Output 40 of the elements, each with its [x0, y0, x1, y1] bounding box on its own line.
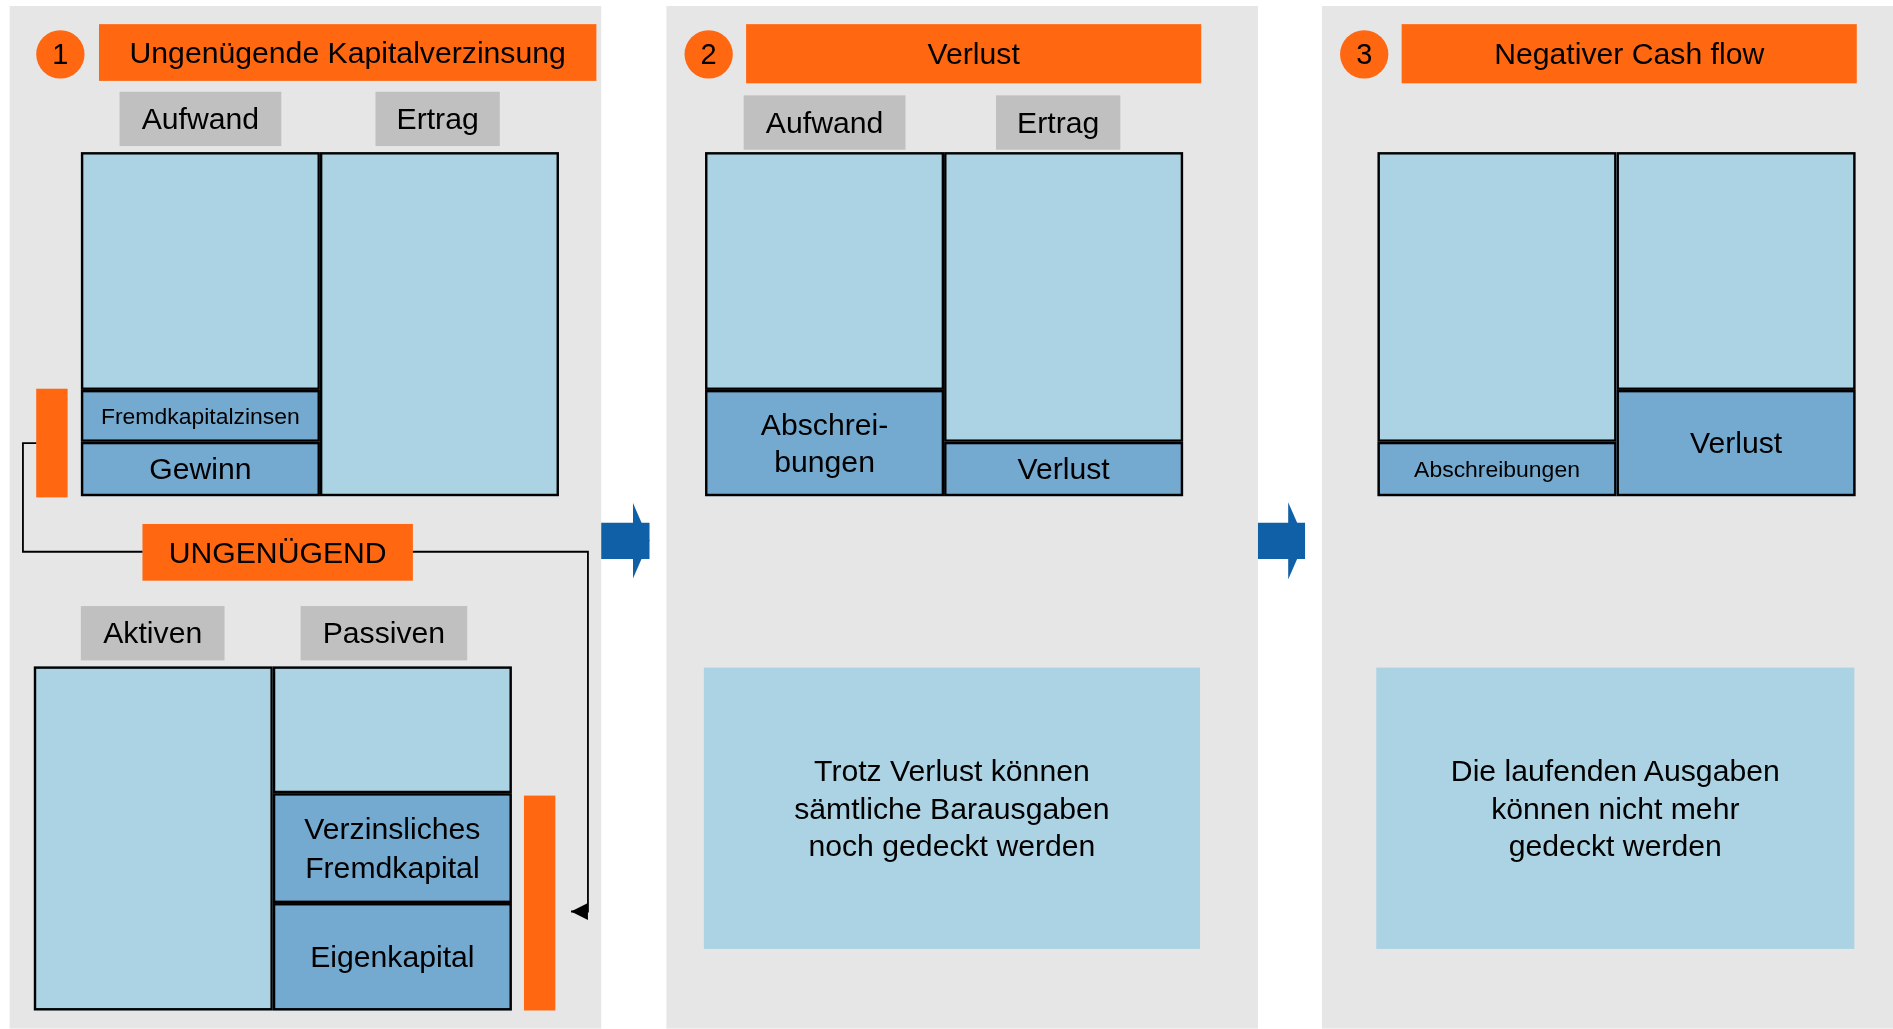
- account-item: Abschrei- bungen: [705, 389, 945, 497]
- account-item: Verlust: [1616, 389, 1856, 497]
- account-item: Verzinsliches Fremdkapital: [272, 793, 512, 904]
- panel-background: [1321, 6, 1893, 1029]
- account-box: [319, 152, 559, 497]
- panel-background: [9, 6, 602, 1029]
- account-box: [272, 666, 512, 794]
- title-banner: Ungenügende Kapitalverzinsung: [99, 24, 597, 81]
- column-heading: Aktiven: [80, 606, 225, 661]
- note-box: Trotz Verlust können sämtliche Barausgaben noch gedeckt werden: [703, 667, 1201, 949]
- column-heading: Ertrag: [996, 95, 1121, 150]
- process-arrow: [1258, 502, 1306, 580]
- process-arrow: [601, 502, 650, 580]
- column-heading: Aufwand: [119, 91, 282, 147]
- panel-background: [666, 6, 1258, 1029]
- marker-bar: [523, 795, 556, 1011]
- account-box: [1616, 152, 1856, 390]
- title-banner: Negativer Cash flow: [1401, 24, 1857, 84]
- step-number: 1: [36, 30, 85, 79]
- step-number: 2: [684, 30, 733, 79]
- account-box: [1377, 152, 1617, 442]
- account-item: Verlust: [944, 441, 1184, 497]
- account-item: Eigenkapital: [272, 903, 512, 1011]
- connector-arrow: [412, 550, 589, 920]
- account-item: Gewinn: [80, 441, 320, 497]
- connector-line: [22, 442, 144, 553]
- step-number: 3: [1340, 30, 1389, 79]
- title-banner: Verlust: [746, 24, 1202, 84]
- note-box: Die laufenden Ausgaben können nicht mehr gedeckt werden: [1376, 667, 1855, 949]
- column-heading: Ertrag: [375, 91, 500, 147]
- column-heading: Passiven: [300, 606, 468, 661]
- account-box: [80, 152, 320, 390]
- marker-bar: [36, 388, 68, 498]
- title-banner: UNGENÜGEND: [142, 523, 413, 581]
- account-box: [705, 152, 945, 390]
- account-box: [33, 666, 273, 1011]
- account-item: Fremdkapitalzinsen: [80, 389, 320, 442]
- account-box: [944, 152, 1184, 442]
- account-item: Abschreibungen: [1377, 441, 1617, 497]
- column-heading: Aufwand: [743, 95, 906, 150]
